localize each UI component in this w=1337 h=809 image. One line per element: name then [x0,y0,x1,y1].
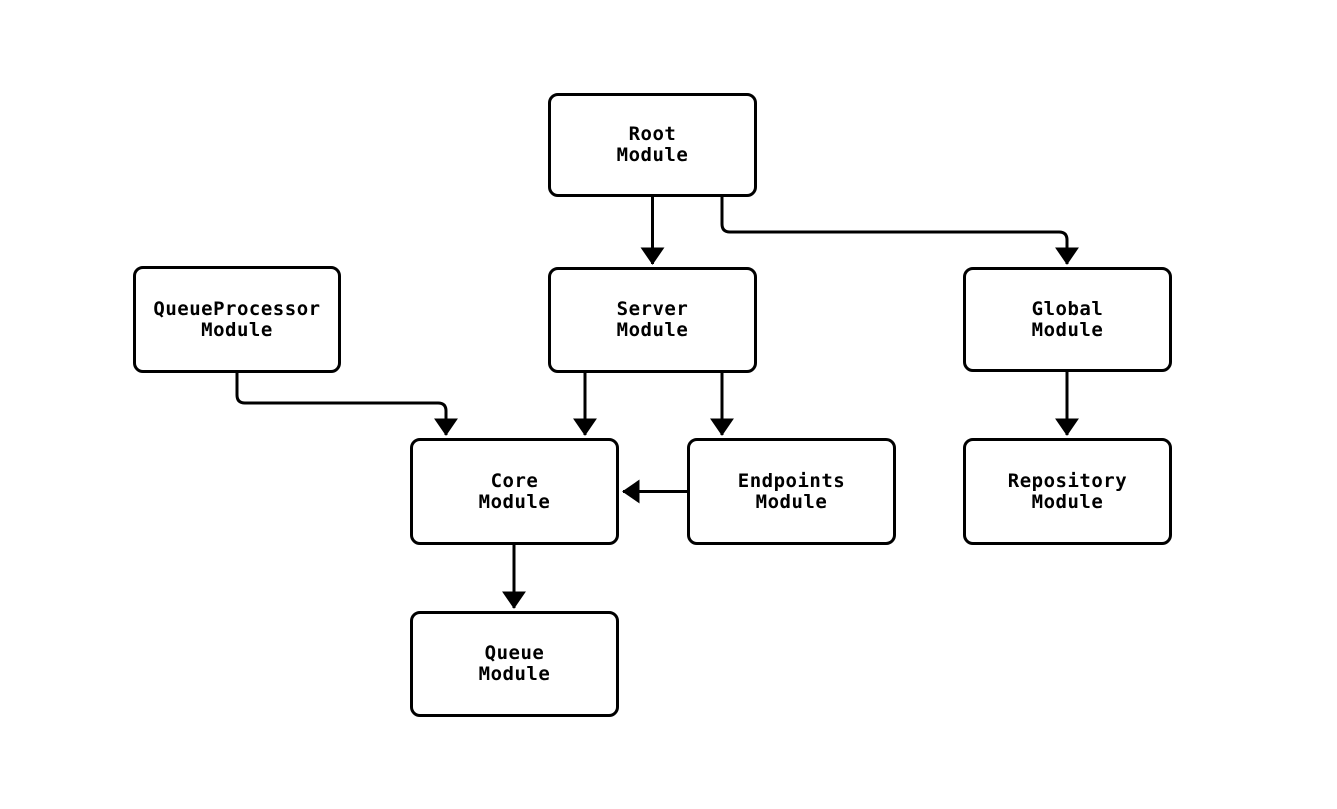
node-server-module-label: Server Module [616,298,689,341]
node-core-module-label: Core Module [478,469,551,513]
node-queue-module: Queue Module [410,611,619,717]
node-repository-module-label: Repository Module [1007,469,1128,513]
node-queue-module-label: Queue Module [478,642,551,685]
node-root-module: Root Module [548,93,757,197]
node-global-module-label: Global Module [1031,297,1104,341]
node-core-module: Core Module [410,438,619,545]
node-root-module-label: Root Module [616,123,689,166]
edge-queueprocessor-module-to-core-module [235,373,458,436]
node-repository-module: Repository Module [963,438,1172,545]
edge-root-module-to-global-module [720,197,1079,265]
node-queueprocessor-module-label: QueueProcessor Module [153,297,321,341]
node-global-module: Global Module [963,267,1172,372]
node-endpoints-module: Endpoints Module [687,438,896,545]
node-endpoints-module-label: Endpoints Module [737,469,846,513]
node-server-module: Server Module [548,267,757,373]
node-queueprocessor-module: QueueProcessor Module [133,266,341,373]
